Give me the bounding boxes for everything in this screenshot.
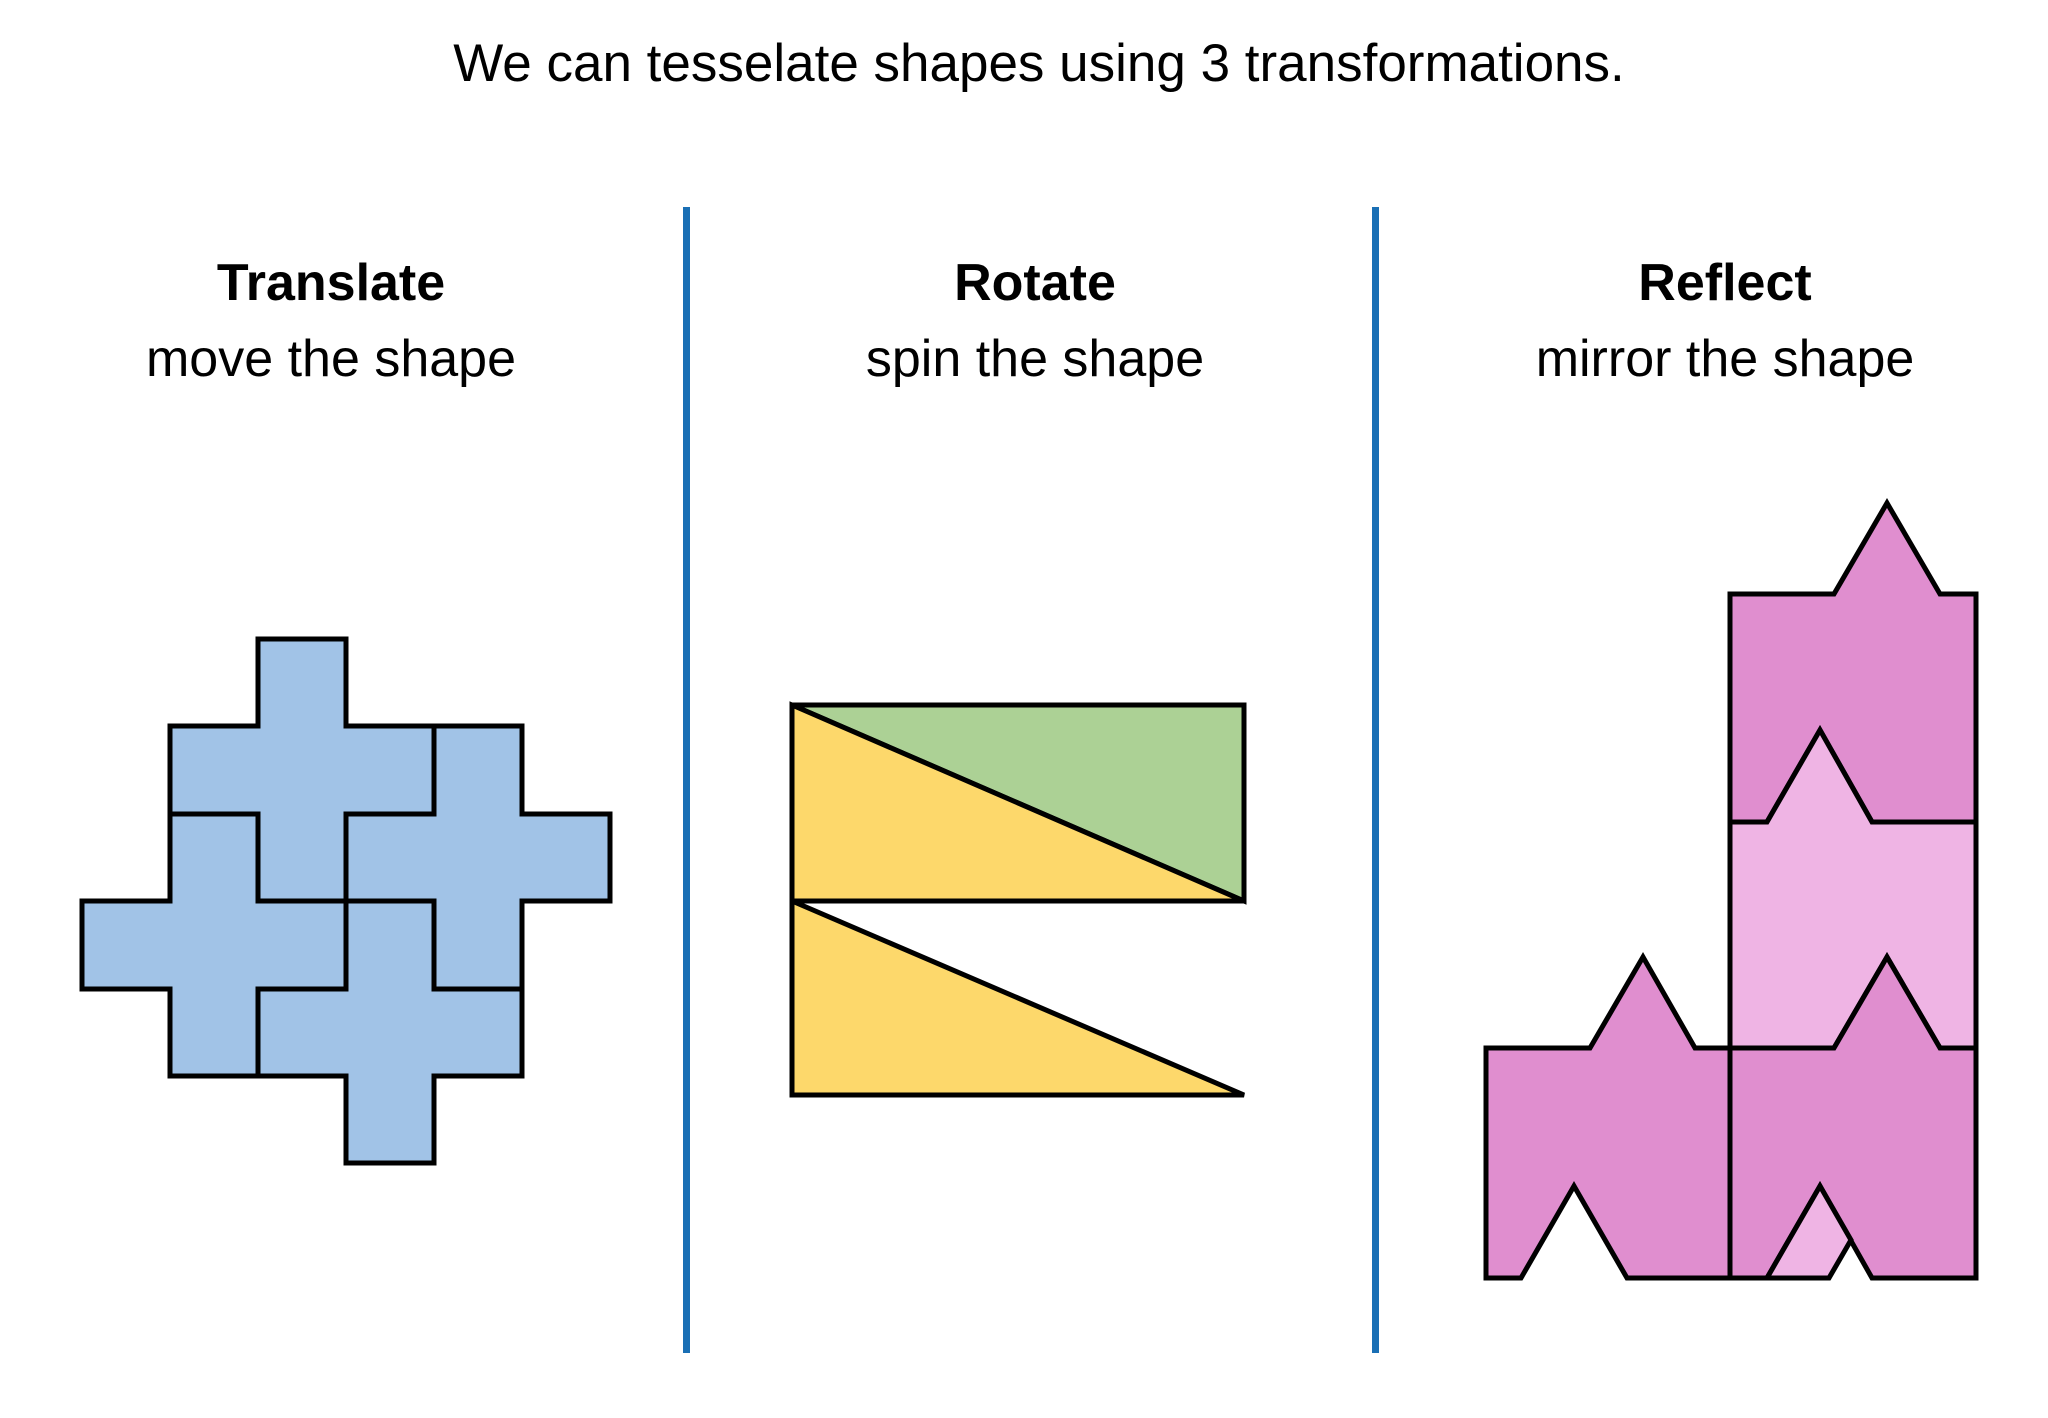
reflect-tile	[1727, 498, 1979, 825]
reflect-tile	[1727, 952, 1979, 1281]
reflect-heading: Reflect mirror the shape	[1375, 245, 2048, 397]
reflect-tile	[1483, 951, 1733, 1281]
reflect-description: mirror the shape	[1535, 330, 1915, 388]
rotate-yellow-triangle	[789, 897, 1245, 1098]
column-divider-right	[1372, 207, 1379, 1353]
reflect-title: Reflect	[1638, 254, 1812, 312]
rotate-title: Rotate	[954, 254, 1116, 312]
reflect-tessellation	[1483, 498, 1979, 1281]
column-divider-left	[683, 207, 690, 1353]
rotate-heading: Rotate spin the shape	[685, 245, 1385, 397]
translate-cross-tile	[255, 898, 525, 1166]
rotate-tessellation	[789, 701, 1247, 1098]
translate-description: move the shape	[145, 330, 517, 388]
translate-heading: Translate move the shape	[0, 245, 681, 397]
rotate-description: spin the shape	[865, 330, 1205, 388]
slide-title: We can tesselate shapes using 3 transfor…	[453, 34, 1625, 93]
translate-tessellation	[79, 636, 613, 1166]
reflect-light-notch	[1762, 1180, 1854, 1281]
rotate-yellow-triangle	[789, 701, 1245, 904]
translate-title: Translate	[216, 254, 446, 312]
